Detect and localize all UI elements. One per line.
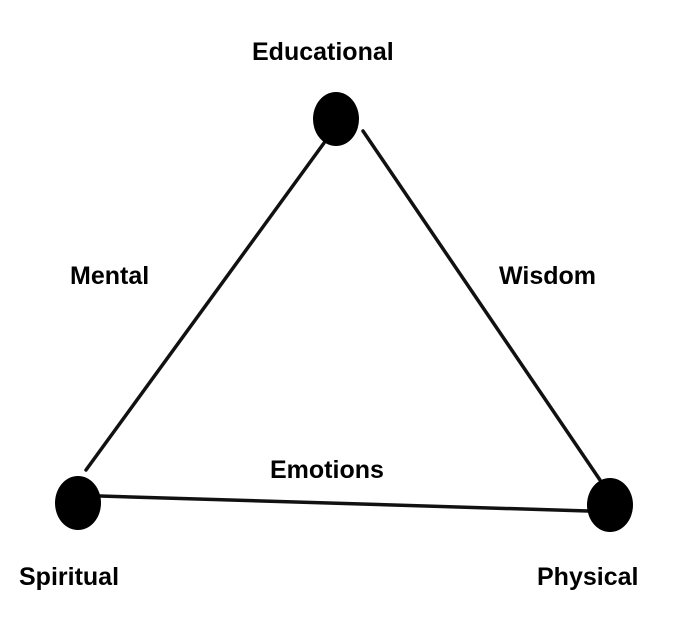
edge-label-mental: Mental — [70, 262, 150, 290]
node-label-spiritual: Spiritual — [19, 563, 120, 591]
edge-mental — [84, 141, 326, 472]
node-label-physical: Physical — [537, 563, 639, 591]
edge-label-emotions: Emotions — [270, 456, 384, 484]
node-physical — [587, 478, 633, 532]
edge-label-wisdom: Wisdom — [499, 262, 596, 290]
node-spiritual — [55, 476, 101, 530]
node-label-educational: Educational — [252, 38, 394, 66]
edge-emotions — [98, 494, 590, 513]
node-educational — [313, 92, 359, 146]
edge-wisdom — [361, 129, 602, 482]
